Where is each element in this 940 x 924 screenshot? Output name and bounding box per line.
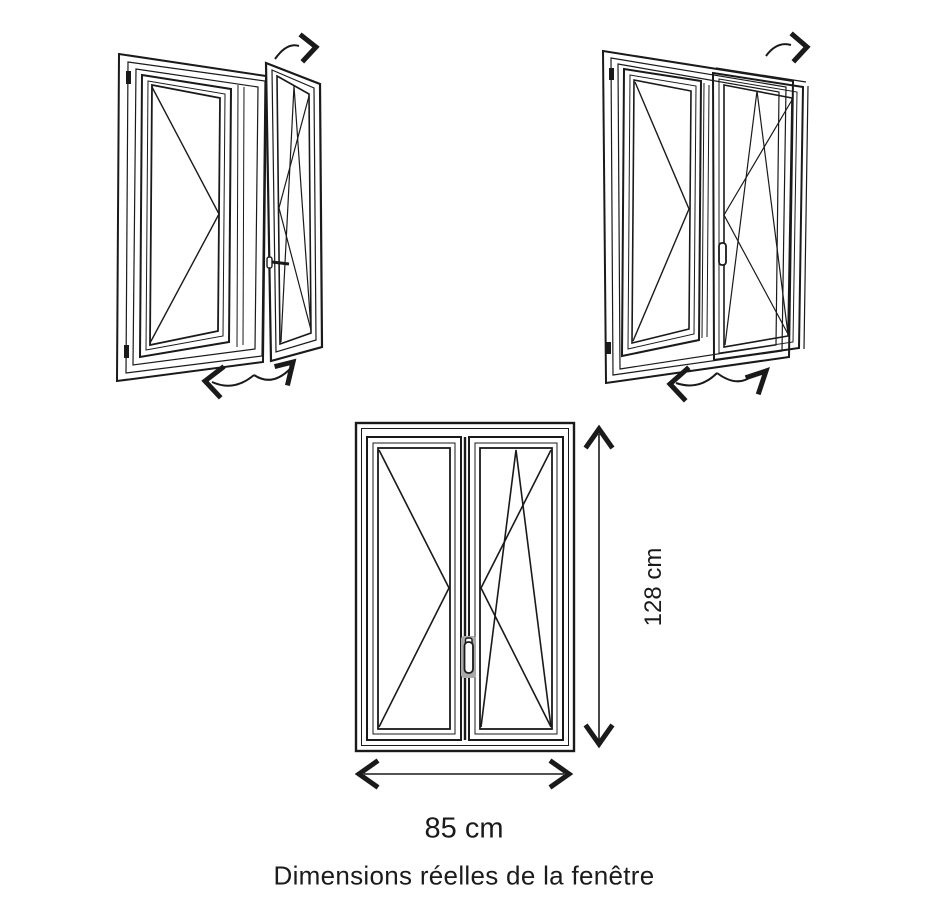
left-sash xyxy=(138,73,233,359)
frame-outline xyxy=(354,421,576,753)
meeting-stile-line xyxy=(706,84,710,338)
left-sash-glass xyxy=(631,79,692,345)
perspective-view-sashes-closed xyxy=(601,31,811,403)
frame-opening xyxy=(132,68,259,366)
swing-arrow-left-icon xyxy=(201,364,226,400)
swing-arrow-arc xyxy=(211,374,255,387)
swing-arrow-arc xyxy=(253,368,291,381)
jamb-line xyxy=(236,84,239,348)
left-sash-inner xyxy=(627,74,697,350)
arrow-right-icon xyxy=(548,758,574,790)
front-elevation-view xyxy=(354,421,576,753)
tilt-symbol xyxy=(480,449,552,728)
turn-symbol xyxy=(480,449,552,728)
height-dimension-label: 128 cm xyxy=(640,547,667,627)
right-sash-glass xyxy=(723,84,793,348)
swing-arrow-left-icon xyxy=(666,365,691,403)
right-sash-glass xyxy=(479,447,553,730)
handle-icon xyxy=(718,242,727,266)
hinge-icon xyxy=(609,68,614,80)
turn-symbol xyxy=(723,99,793,335)
frame-depth-line xyxy=(125,61,266,374)
hinge-icon xyxy=(124,345,129,358)
tilt-arrow-arc xyxy=(765,43,792,57)
tilt-arrow-arc xyxy=(274,44,300,60)
open-sash-glass xyxy=(276,74,312,346)
width-dimension-arrow xyxy=(354,758,574,790)
tilt-arrow-icon xyxy=(298,32,320,64)
height-dimension-arrow xyxy=(583,424,615,749)
jamb-line xyxy=(242,86,245,346)
meeting-stile-line xyxy=(701,82,705,339)
right-sash xyxy=(468,436,564,741)
turn-symbol xyxy=(149,86,220,344)
hinge-icon xyxy=(126,71,131,84)
handle-icon xyxy=(271,260,290,266)
left-sash-inner xyxy=(372,442,456,735)
arrow-up-icon xyxy=(583,424,615,450)
left-sash-glass xyxy=(377,447,451,730)
figure-caption: Dimensions réelles de la fenêtre xyxy=(273,860,655,891)
hinge-icon xyxy=(606,342,611,354)
left-sash xyxy=(366,436,462,741)
handle-icon xyxy=(266,256,273,269)
arrow-down-icon xyxy=(583,723,615,749)
sash-edge-line xyxy=(803,85,809,350)
left-sash xyxy=(620,67,703,358)
tilt-symbol xyxy=(724,90,789,346)
open-sash-inner xyxy=(271,69,317,353)
swing-arrow-right-icon xyxy=(744,367,770,396)
left-sash-inner xyxy=(145,80,226,351)
right-sash xyxy=(711,71,805,362)
width-dimension-label: 85 cm xyxy=(424,812,504,845)
perspective-view-sash-open xyxy=(115,32,324,400)
frame-outline xyxy=(115,52,268,383)
tilt-arrow-icon xyxy=(789,31,811,64)
turn-symbol xyxy=(278,95,312,331)
arrow-left-icon xyxy=(354,758,380,790)
sash-top-line xyxy=(715,67,807,83)
turn-symbol xyxy=(378,449,450,728)
right-sash-inner xyxy=(474,442,558,735)
swing-arrow-right-icon xyxy=(273,358,297,387)
tilt-symbol xyxy=(280,85,312,343)
swing-arrow-arc xyxy=(675,372,718,387)
left-sash-glass xyxy=(149,83,221,347)
frame-inner-line xyxy=(361,428,569,746)
handle-icon xyxy=(463,641,474,674)
turn-symbol xyxy=(632,81,690,342)
frame-outline xyxy=(601,49,795,385)
